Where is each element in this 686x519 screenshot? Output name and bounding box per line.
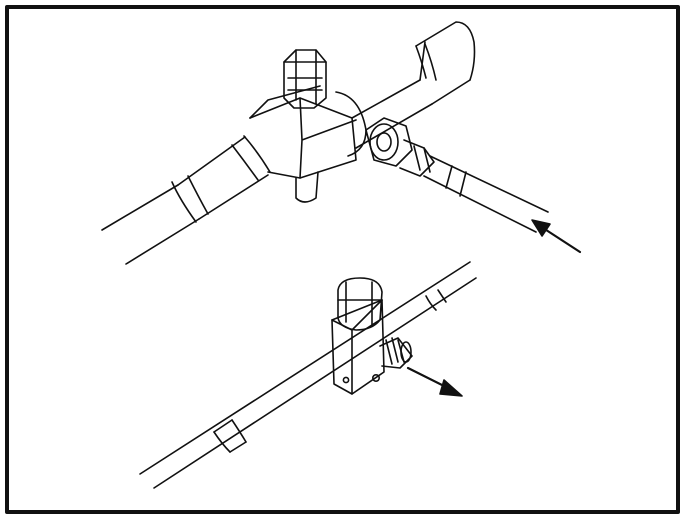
line-pipe xyxy=(139,261,477,489)
valve-block xyxy=(331,299,385,395)
port-nut xyxy=(365,117,413,167)
lower-stub xyxy=(295,171,319,203)
side-ring xyxy=(335,91,367,157)
outflow-arrow xyxy=(406,366,463,397)
right-pipe xyxy=(351,79,433,149)
access-valve xyxy=(139,261,477,489)
coupling-right xyxy=(425,289,447,311)
valve-body xyxy=(249,97,357,179)
border xyxy=(5,5,680,514)
service-valve xyxy=(101,21,549,265)
pipe-end xyxy=(415,21,476,81)
block-cap xyxy=(337,277,383,331)
inflow-arrow xyxy=(531,219,582,254)
port-hose-fitting xyxy=(399,139,435,177)
coupling-left xyxy=(213,419,247,453)
hose xyxy=(423,155,549,233)
left-pipe xyxy=(101,184,200,265)
stem-cap xyxy=(283,49,327,109)
